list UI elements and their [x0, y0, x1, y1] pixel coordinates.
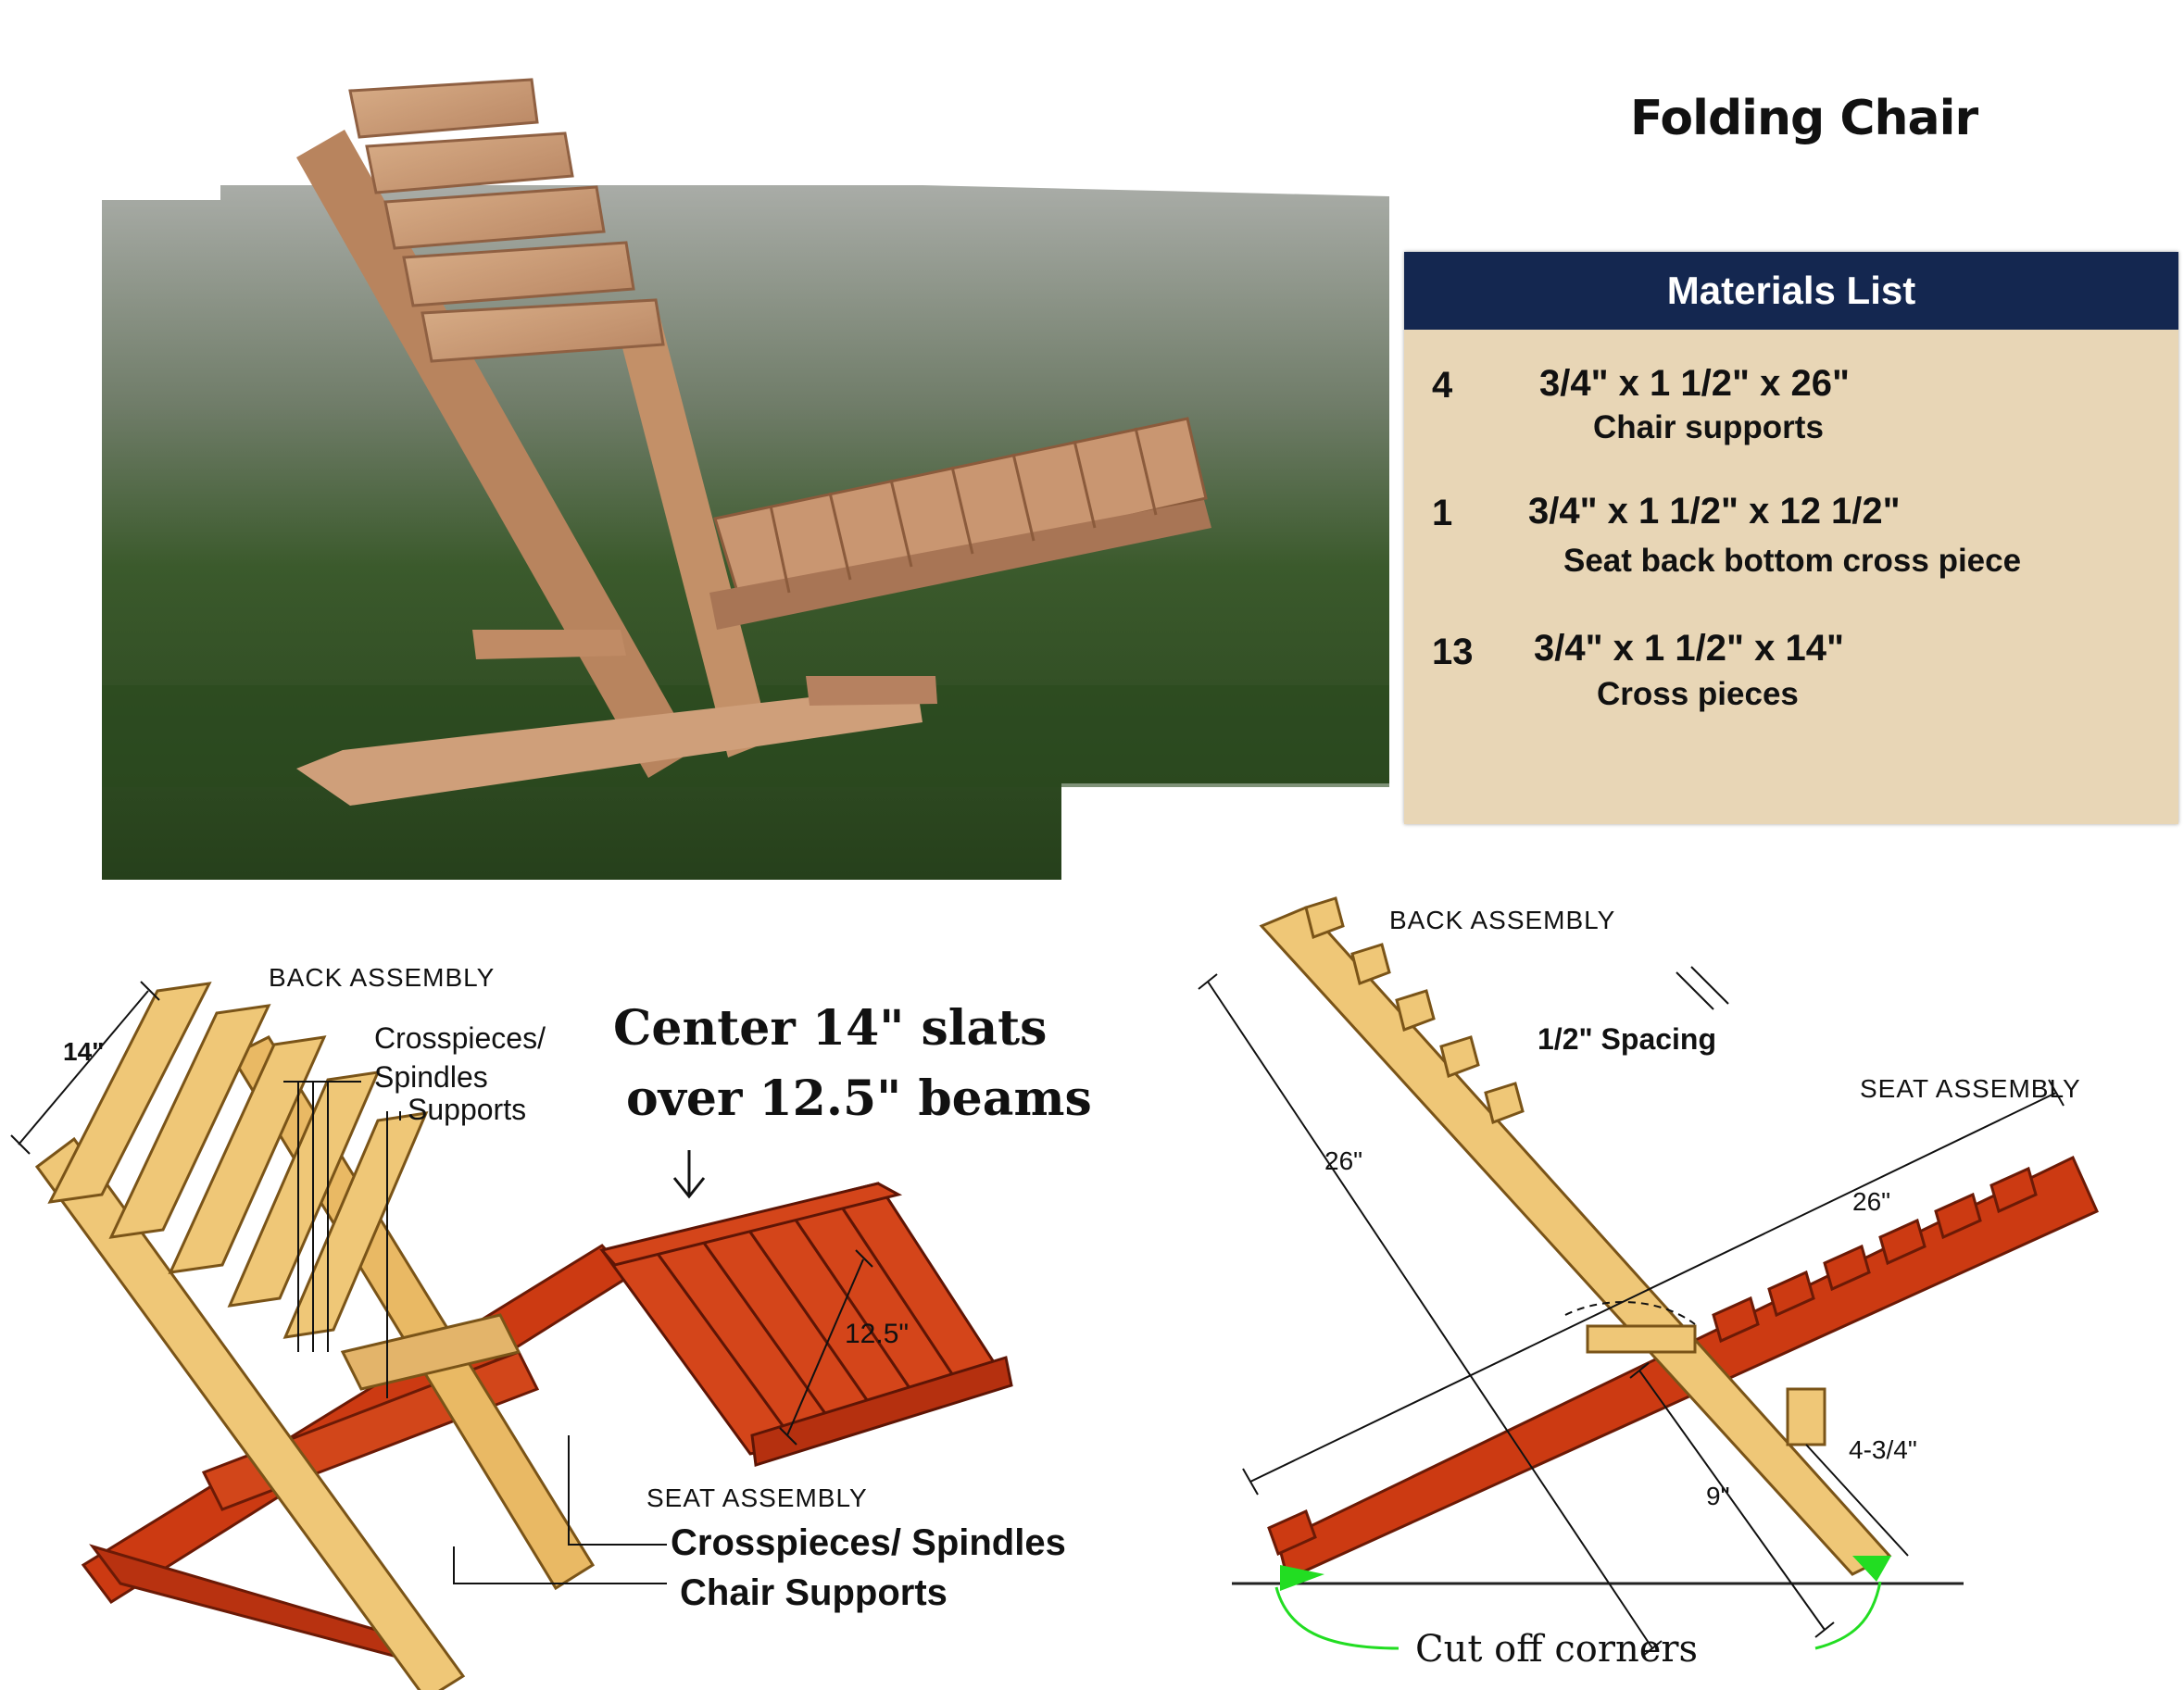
cut-corners-label: Cut off corners: [1415, 1628, 1699, 1671]
seat-assembly-label: SEAT ASSEMBLY: [1860, 1074, 2081, 1103]
materials-list-header: Materials List: [1404, 252, 2178, 330]
material-dimensions: 3/4" x 1 1/2" x 14": [1534, 628, 1844, 669]
pivot-offset-dimension: 9": [1706, 1482, 1730, 1510]
material-qty: 4: [1432, 365, 1453, 406]
back-assembly-label: BACK ASSEMBLY: [269, 963, 496, 992]
spacing-label: 1/2" Spacing: [1538, 1022, 1717, 1056]
seat-assembly-label: SEAT ASSEMBLY: [646, 1483, 868, 1512]
chair-supports-label: Chair Supports: [680, 1572, 948, 1613]
supports-label: Supports: [408, 1093, 527, 1126]
back-assembly-label: BACK ASSEMBLY: [1389, 906, 1616, 934]
side-drawing: [1198, 896, 2099, 1657]
material-description: Cross pieces: [1597, 676, 1799, 712]
material-qty: 13: [1432, 632, 1474, 672]
assembly-diagram-perspective: BACK ASSEMBLY 14" Crosspieces/ Spindles …: [0, 917, 1148, 1690]
center-note-line2: over 12.5" beams: [626, 1070, 1092, 1127]
seat-width-dimension-label: 12.5": [845, 1319, 910, 1349]
crosspieces-label: Crosspieces/ Spindles: [374, 1021, 546, 1094]
center-note-line1: Center 14" slats: [613, 1000, 1048, 1057]
materials-list-panel: Materials List 4 3/4" x 1 1/2" x 26" Cha…: [1404, 252, 2178, 824]
width-dimension-label: 14": [63, 1037, 105, 1066]
material-dimensions: 3/4" x 1 1/2" x 26": [1539, 363, 1850, 404]
crosspieces-spindles-label: Crosspieces/ Spindles: [671, 1522, 1066, 1563]
foot-offset-dimension: 4-3/4": [1849, 1435, 1917, 1464]
material-dimensions: 3/4" x 1 1/2" x 12 1/2": [1528, 491, 1901, 532]
chair-photo: [102, 78, 1389, 880]
material-description: Chair supports: [1593, 409, 1824, 445]
seat-length-dimension: 26": [1852, 1187, 1891, 1216]
assembly-diagram-side: BACK ASSEMBLY 1/2" Spacing SEAT ASSEMBLY…: [1176, 889, 2184, 1690]
back-length-dimension: 26": [1324, 1146, 1363, 1175]
material-description: Seat back bottom cross piece: [1563, 543, 2022, 579]
perspective-drawing: [10, 981, 1013, 1690]
page-title: Folding Chair: [1630, 91, 1978, 146]
material-qty: 1: [1432, 493, 1453, 533]
